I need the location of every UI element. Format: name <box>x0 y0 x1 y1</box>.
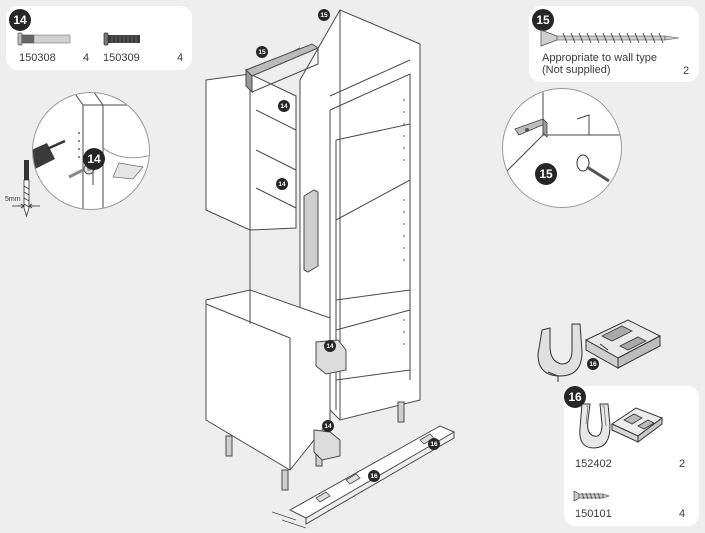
step-badge-14: 14 <box>83 148 105 170</box>
callout-badge: 15 <box>318 9 330 21</box>
part-code: 152402 <box>575 458 612 470</box>
part-qty: 2 <box>679 458 686 470</box>
screw-icon <box>573 490 610 502</box>
bolt-silver-icon <box>17 32 71 46</box>
leg-clip-icon <box>579 403 611 449</box>
callout-badge: 16 <box>587 358 599 370</box>
parts-panel-16: 16 152402 2 150101 4 <box>564 386 699 526</box>
callout-badge: 14 <box>276 178 288 190</box>
part-qty: 4 <box>83 52 90 64</box>
step-badge-16: 16 <box>564 386 586 408</box>
wall-screw-icon <box>540 29 680 47</box>
detail-circle-14: 14 <box>32 92 150 210</box>
parts-panel-14: 14 150308 4 150309 4 <box>6 6 192 70</box>
part-qty: 4 <box>177 52 184 64</box>
step-badge-14: 14 <box>9 9 31 31</box>
drill-size-label: 5mm <box>5 196 21 203</box>
step-badge-15: 15 <box>532 9 554 31</box>
part-qty: 4 <box>679 508 686 520</box>
callout-badge: 16 <box>428 438 440 450</box>
callout-badge: 15 <box>256 46 268 58</box>
wall-bracket-illustration <box>503 89 621 183</box>
callout-badge: 14 <box>322 420 334 432</box>
part-code: 150308 <box>19 52 56 64</box>
plinth-bracket-icon <box>610 407 664 443</box>
part-qty: 2 <box>683 65 690 77</box>
callout-badge: 16 <box>368 470 380 482</box>
part-code: 150101 <box>575 508 612 520</box>
wall-fixing-note: Appropriate to wall type <box>542 52 657 64</box>
leg-clip-detail-illustration <box>537 319 662 382</box>
detail-circle-15: 15 <box>502 88 622 208</box>
wall-fixing-note-sub: (Not supplied) <box>542 64 611 76</box>
bolt-dark-icon <box>103 32 140 46</box>
step-badge-15: 15 <box>535 163 557 185</box>
callout-badge: 14 <box>324 340 336 352</box>
drill-bit-icon <box>12 160 40 218</box>
part-code: 150309 <box>103 52 140 64</box>
parts-panel-15: 15 Appropriate to wall type (Not supplie… <box>529 6 699 82</box>
callout-badge: 14 <box>278 100 290 112</box>
